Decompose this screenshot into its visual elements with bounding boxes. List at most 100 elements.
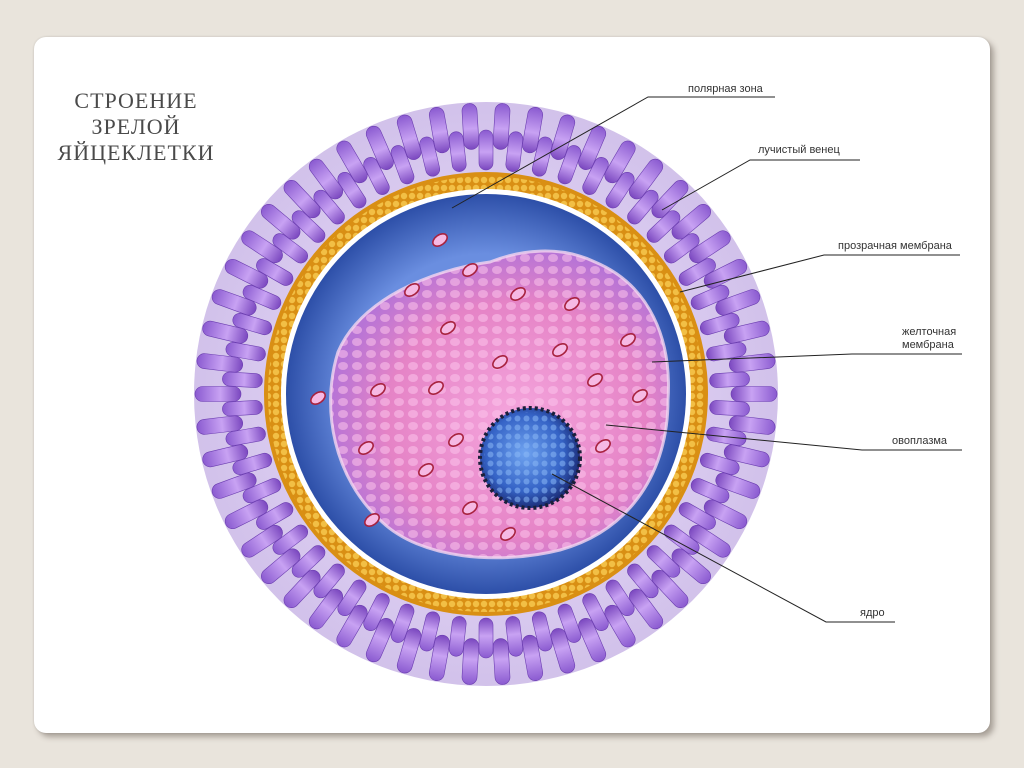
corona-cell (461, 103, 480, 150)
corona-cell (522, 634, 544, 681)
cortical-granule (564, 297, 580, 311)
cortical-granule (500, 527, 516, 541)
corona-cell (242, 284, 282, 310)
corona-cell (313, 563, 345, 599)
corona-cell (272, 233, 309, 264)
corona-cell (628, 588, 664, 630)
leader-zona-pellucida (679, 254, 960, 293)
corona-cell (723, 320, 770, 344)
cortical-granule (587, 373, 603, 387)
corona-cell (703, 258, 748, 289)
corona-cell (723, 444, 770, 468)
corona-cell (651, 569, 689, 609)
corona-cell (627, 563, 659, 599)
corona-cell (646, 210, 681, 243)
corona-cell (550, 628, 576, 674)
corona-cell (222, 400, 263, 417)
corona-cell (396, 628, 422, 674)
corona-cell (196, 415, 244, 435)
corona-cell (582, 593, 609, 631)
title-line-3: ЯЙЦЕКЛЕТКИ (57, 140, 215, 165)
cortical-granule (358, 441, 374, 455)
corona-cell (715, 472, 761, 499)
title-line-1: СТРОЕНИЕ (74, 88, 198, 113)
label-zona-pellucida: прозрачная мембрана (838, 240, 953, 252)
corona-cell (261, 548, 301, 585)
corona-cell (390, 145, 415, 185)
corona-cell (283, 179, 321, 219)
cortical-granule (404, 283, 420, 297)
corona-cell (428, 634, 450, 681)
label-corona-radiata: лучистый венец (758, 144, 840, 156)
corona-cell (337, 171, 367, 209)
corona-cell (689, 230, 731, 264)
corona-cell (699, 312, 740, 336)
corona-cell (689, 524, 731, 558)
corona-cell (202, 320, 249, 344)
corona-cell (363, 157, 390, 195)
corona-cell (663, 233, 700, 264)
cortical-granule (370, 383, 386, 397)
corona-cell (531, 611, 553, 652)
corona-cell (363, 593, 390, 631)
cortical-granule (462, 263, 478, 277)
corona-cell (663, 524, 700, 555)
corona-cell (336, 604, 368, 648)
corona-cell (194, 386, 242, 402)
title-line-2: ЗРЕЛОЙ (91, 114, 181, 139)
cortical-granule (620, 333, 636, 347)
corona-cell (605, 171, 635, 209)
corona-cell (419, 136, 441, 177)
corona-cell (365, 618, 394, 663)
corona-cell (671, 203, 711, 240)
label-polar-zone: полярная зона (688, 83, 764, 95)
corona-cell (225, 342, 266, 362)
corona-cell (690, 284, 730, 310)
cortical-granule (632, 389, 648, 403)
cortical-granule (462, 501, 478, 515)
corona-cell (232, 452, 273, 476)
corona-cell (390, 603, 415, 643)
corona-cell (291, 210, 326, 243)
corona-cell (478, 129, 494, 171)
corona-cell (272, 524, 309, 555)
corona-cell (709, 371, 750, 388)
corona-cell (578, 125, 607, 170)
corona-cell (196, 353, 244, 373)
corona-cell (242, 478, 282, 504)
diagram-title: СТРОЕНИЕ ЗРЕЛОЙ ЯЙЦЕКЛЕТКИ (46, 88, 226, 166)
corona-cell (699, 452, 740, 476)
corona-cell (428, 107, 450, 154)
corona-cell (202, 444, 249, 468)
corona-radiata-cells (194, 103, 778, 685)
corona-cell (604, 140, 636, 184)
leader-polar-zone (451, 96, 775, 209)
corona-cell (690, 478, 730, 504)
corona-cell (224, 499, 269, 530)
corona-cell (211, 472, 257, 499)
label-nucleus: ядро (860, 607, 885, 619)
corona-cell (557, 603, 582, 643)
corona-cell (222, 371, 263, 388)
leader-lines (451, 96, 962, 623)
cortical-granule (510, 287, 526, 301)
corona-cell (283, 569, 321, 609)
vitelline-membrane (329, 249, 670, 560)
corona-cell (448, 616, 467, 657)
corona-cell (308, 588, 344, 630)
corona-cell (628, 158, 664, 200)
cortical-granule (418, 463, 434, 477)
cortical-granules (310, 233, 648, 541)
corona-cell (492, 638, 511, 685)
corona-cell (604, 604, 636, 648)
corona-cell (256, 502, 294, 530)
cortical-granule (364, 513, 380, 527)
corona-cell (313, 189, 345, 225)
corona-cell (419, 611, 441, 652)
corona-cell (365, 125, 394, 170)
corona-cell (703, 499, 748, 530)
leader-ooplasm (605, 424, 962, 451)
corona-cell (678, 258, 716, 286)
leader-nucleus (551, 473, 895, 623)
